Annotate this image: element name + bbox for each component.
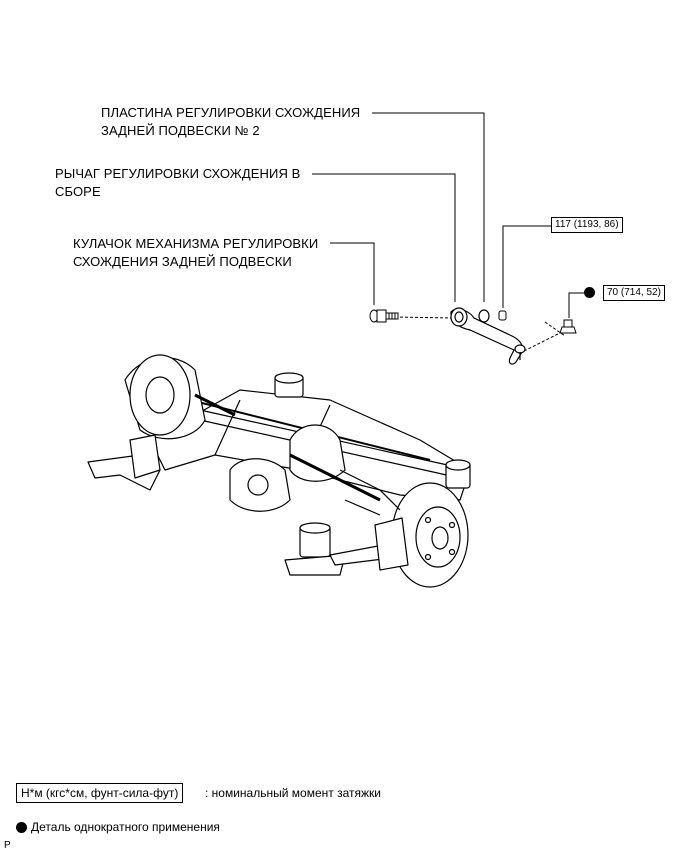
legend-torque-description: : номинальный момент затяжки	[205, 786, 381, 800]
callout-cam-line2: СХОЖДЕНИЯ ЗАДНЕЙ ПОДВЕСКИ	[73, 254, 292, 269]
toe-adjust-arm-icon	[450, 307, 526, 365]
callout-plate-line1: ПЛАСТИНА РЕГУЛИРОВКИ СХОЖДЕНИЯ	[101, 105, 361, 120]
assembly-dashline-1	[394, 316, 453, 319]
cam-bolt-icon	[369, 309, 399, 323]
callout-arm-line2: СБОРЕ	[55, 184, 101, 199]
callout-plate-line2: ЗАДНЕЙ ПОДВЕСКИ № 2	[101, 123, 260, 138]
torque-spec-arm-nut: 117 (1193, 86)	[551, 217, 623, 233]
assembly-dashline-2	[523, 329, 567, 352]
leader-torque-ball	[568, 292, 584, 318]
callout-cam-line1: КУЛАЧОК МЕХАНИЗМА РЕГУЛИРОВКИ	[73, 236, 319, 251]
legend-single-use-icon	[16, 822, 27, 833]
toe-adjust-plate-icon	[478, 309, 490, 323]
callout-arm-line1: РЫЧАГ РЕГУЛИРОВКИ СХОЖДЕНИЯ В	[55, 166, 301, 181]
legend-single-use-text: Деталь однократного применения	[31, 820, 220, 834]
corner-mark: P	[4, 840, 11, 851]
torque-spec-ball-nut: 70 (714, 52)	[603, 285, 665, 301]
leader-arm	[312, 173, 456, 302]
single-use-marker-icon	[584, 287, 595, 298]
leader-cam	[330, 242, 375, 305]
leader-plate	[372, 112, 485, 302]
ball-joint-nut-icon	[559, 319, 577, 334]
rear-subframe-assembly	[87, 354, 471, 588]
legend-torque-box: Н*м (кгс*см, фунт-сила-фут)	[16, 783, 184, 803]
nut-icon	[498, 310, 507, 321]
assembly-dashline-3	[544, 321, 566, 337]
leader-torque-arm	[502, 225, 551, 308]
